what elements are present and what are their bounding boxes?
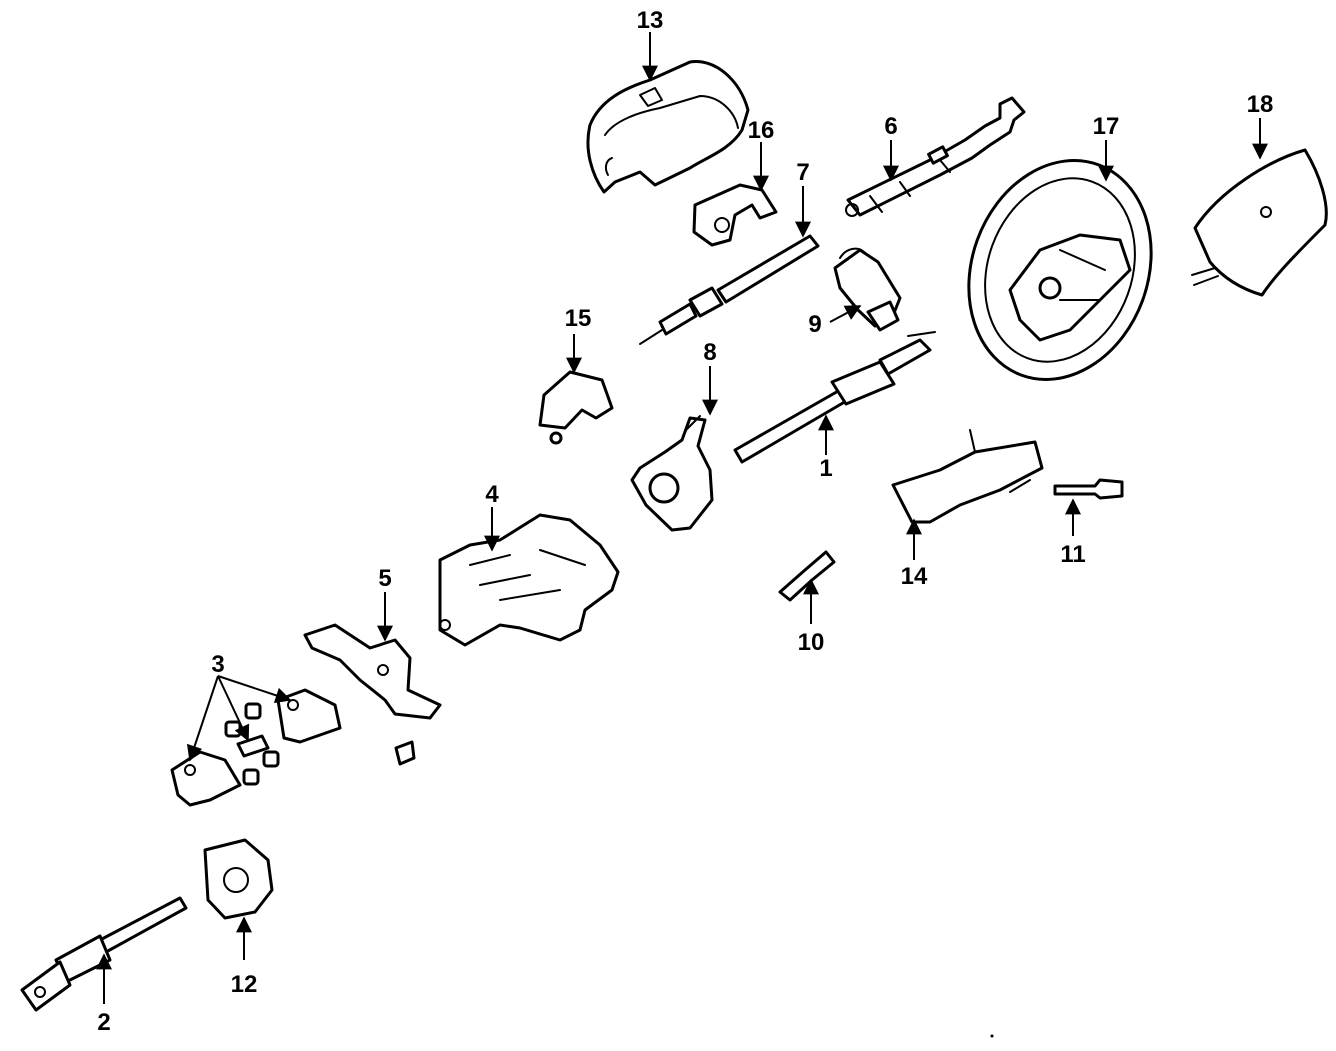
part-17-steering-wheel <box>967 159 1153 381</box>
callout-7: 7 <box>796 159 809 186</box>
callout-14: 14 <box>901 563 928 590</box>
callout-3: 3 <box>211 651 224 678</box>
callout-13: 13 <box>637 7 664 34</box>
part-3-u-joint-parts <box>170 688 342 807</box>
callout-17: 17 <box>1093 113 1120 140</box>
callout-18: 18 <box>1247 91 1274 118</box>
callout-11: 11 <box>1060 541 1085 568</box>
part-13-upper-shroud <box>586 60 750 194</box>
part-4-column-housing <box>438 513 620 647</box>
callout-15: 15 <box>565 305 592 332</box>
callout-1: 1 <box>819 455 832 482</box>
part-18-airbag-cover <box>1191 148 1328 297</box>
callout-labels: 13 16 6 7 17 18 9 15 8 1 4 14 11 5 10 3 … <box>97 7 1273 1036</box>
part-8-lock-housing <box>630 415 714 532</box>
part-1-shaft <box>733 331 936 464</box>
part-10-clip <box>778 550 836 602</box>
part-7-shaft <box>639 234 820 345</box>
part-6-upper-shaft <box>845 96 1026 217</box>
part-12-seal <box>203 838 274 920</box>
part-5-bracket-plate <box>303 623 442 720</box>
callout-2: 2 <box>97 1009 110 1036</box>
callout-5: 5 <box>378 565 391 592</box>
part-11-pin <box>1053 478 1124 500</box>
part-14-lower-shroud <box>891 429 1044 524</box>
part-15-bracket <box>538 370 614 445</box>
callout-12: 12 <box>231 971 258 998</box>
callout-10: 10 <box>798 629 825 656</box>
callout-16: 16 <box>748 117 775 144</box>
callout-leaders <box>96 32 1268 1004</box>
part-9-lock-cylinder <box>833 247 902 332</box>
part-plug <box>394 740 416 766</box>
part-16-bracket <box>692 183 778 247</box>
callout-9: 9 <box>808 311 821 338</box>
callout-6: 6 <box>884 113 897 140</box>
callout-4: 4 <box>485 481 499 508</box>
callout-8: 8 <box>703 339 716 366</box>
dot-mark <box>990 1034 994 1038</box>
